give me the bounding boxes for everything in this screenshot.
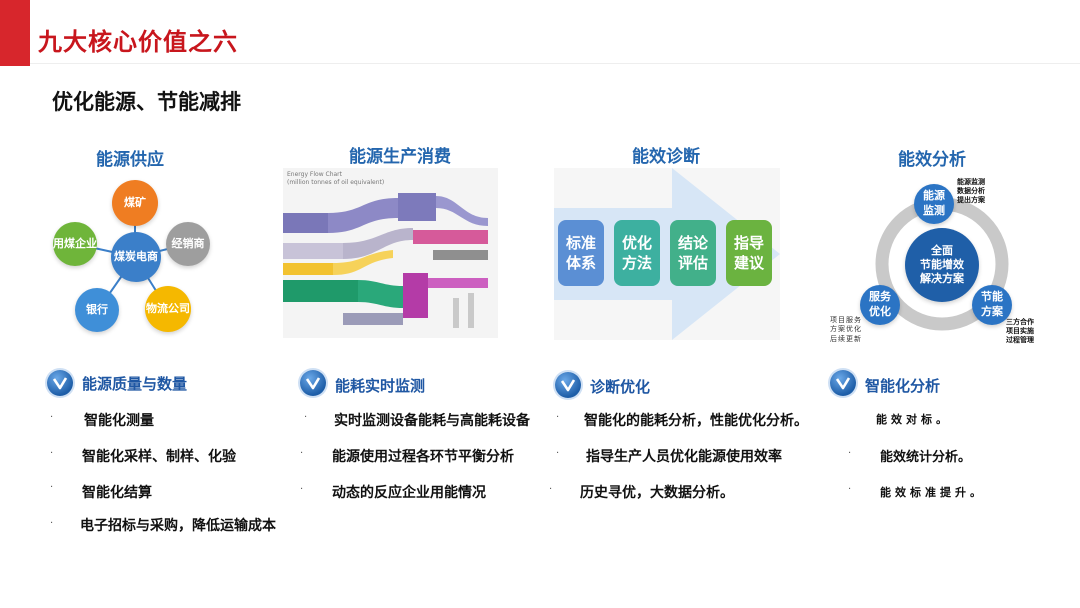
analysis-node-energy-plan: 节能方案 xyxy=(972,285,1012,325)
analysis-center-line-3: 解决方案 xyxy=(920,272,964,286)
analysis-node-service: 服务优化 xyxy=(860,285,900,325)
feature-item: 智能化结算 xyxy=(82,485,152,501)
feature-title-analysis: 智能化分析 xyxy=(865,377,941,395)
feature-item: 智能化采样、制样、化验 xyxy=(82,449,236,465)
feature-item: 能效标准提升。 xyxy=(880,486,985,499)
diagnosis-step-advice: 指导建议 xyxy=(726,220,772,286)
header-divider xyxy=(30,63,1080,64)
analysis-center-line-2: 节能增效 xyxy=(920,257,964,271)
note-plan-line-3: 过程管理 xyxy=(1006,336,1034,345)
bullet-dot: · xyxy=(848,484,852,495)
page-subtitle: 优化能源、节能减排 xyxy=(52,90,241,114)
efficiency-analysis-cycle: 全面 节能增效 解决方案 能源监测 节能方案 服务优化 能源监测 数据分析 提出… xyxy=(826,168,1046,348)
feature-item: 智能化的能耗分析，性能优化分析。 xyxy=(584,413,808,429)
section-title-efficiency-analysis: 能效分析 xyxy=(898,150,966,170)
feature-item: 实时监测设备能耗与高能耗设备 xyxy=(334,413,530,429)
note-service-line-1: 项目服务 xyxy=(830,316,862,324)
note-service-line-2: 方案优化 xyxy=(830,325,862,334)
bullet-dot: · xyxy=(304,412,308,423)
note-monitoring-line-3: 提出方案 xyxy=(957,196,985,205)
note-service-line-3: 后续更新 xyxy=(830,334,862,343)
note-monitoring-line-2: 数据分析 xyxy=(957,187,985,196)
section-title-energy-supply: 能源供应 xyxy=(96,150,164,170)
bullet-dot: · xyxy=(300,448,304,459)
supply-node-coal-mine: 煤矿 xyxy=(112,180,158,226)
analysis-node-monitoring: 能源监测 xyxy=(914,184,954,224)
section-title-efficiency-diagnosis: 能效诊断 xyxy=(632,147,700,167)
supply-center-node: 煤炭电商 xyxy=(111,232,161,282)
checkmark-icon xyxy=(47,370,73,396)
feature-item: 能源使用过程各环节平衡分析 xyxy=(332,449,514,465)
supply-node-coal-user: 用煤企业 xyxy=(53,222,97,266)
note-plan-line-2: 项目实施 xyxy=(1006,327,1034,336)
note-plan-line-1: 三方合作 xyxy=(1006,318,1034,326)
diagnosis-step-standard: 标准体系 xyxy=(558,220,604,286)
bullet-dot: · xyxy=(50,482,54,493)
bullet-dot: · xyxy=(50,518,54,529)
bullet-dot: · xyxy=(50,448,54,459)
supply-node-dealer: 经销商 xyxy=(166,222,210,266)
analysis-center-line-1: 全面 xyxy=(931,243,953,257)
bullet-dot: · xyxy=(556,412,560,423)
feature-item: 动态的反应企业用能情况 xyxy=(332,485,486,501)
feature-title-diagnosis: 诊断优化 xyxy=(590,378,651,396)
checkmark-icon xyxy=(300,370,326,396)
bullet-dot: · xyxy=(556,448,560,459)
note-monitoring-line-1: 能源监测 xyxy=(957,178,985,186)
supply-node-bank: 银行 xyxy=(75,288,119,332)
page-title: 九大核心价值之六 xyxy=(38,28,238,56)
feature-title-quality: 能源质量与数量 xyxy=(82,375,188,393)
feature-title-monitoring: 能耗实时监测 xyxy=(335,377,426,395)
feature-item: 历史寻优，大数据分析。 xyxy=(580,485,734,501)
diagnosis-step-evaluation: 结论评估 xyxy=(670,220,716,286)
analysis-note-monitoring: 能源监测 数据分析 提出方案 xyxy=(957,178,985,205)
analysis-note-plan: 三方合作 项目实施 过程管理 xyxy=(1006,318,1034,345)
energy-flow-sankey: Energy Flow Chart (million tonnes of oil… xyxy=(283,168,498,338)
sankey-title: Energy Flow Chart xyxy=(287,171,343,178)
analysis-note-service: 项目服务 方案优化 后续更新 xyxy=(830,316,862,344)
header-accent-bar xyxy=(0,0,30,66)
diagnosis-big-arrow xyxy=(554,168,780,340)
feature-item: 电子招标与采购，降低运输成本 xyxy=(80,518,276,534)
checkmark-icon xyxy=(555,372,581,398)
supply-node-logistics: 物流公司 xyxy=(145,286,191,332)
feature-item: 指导生产人员优化能源使用效率 xyxy=(586,449,782,465)
bullet-dot: · xyxy=(50,412,54,423)
checkmark-icon xyxy=(830,370,856,396)
bullet-dot: · xyxy=(300,484,304,495)
bullet-dot: · xyxy=(848,448,852,459)
feature-item: 能效统计分析。 xyxy=(880,450,972,465)
energy-supply-diagram: 煤炭电商 煤矿 经销商 物流公司 银行 用煤企业 xyxy=(48,172,218,337)
diagnosis-step-method: 优化方法 xyxy=(614,220,660,286)
analysis-center-node: 全面 节能增效 解决方案 xyxy=(905,228,979,302)
feature-item: 智能化测量 xyxy=(84,413,154,429)
bullet-dot: · xyxy=(549,484,553,495)
sankey-flows xyxy=(283,193,488,328)
section-title-energy-production: 能源生产消费 xyxy=(349,147,451,167)
feature-item: 能效对标。 xyxy=(876,413,951,426)
sankey-subtitle: (million tonnes of oil equivalent) xyxy=(287,179,385,186)
